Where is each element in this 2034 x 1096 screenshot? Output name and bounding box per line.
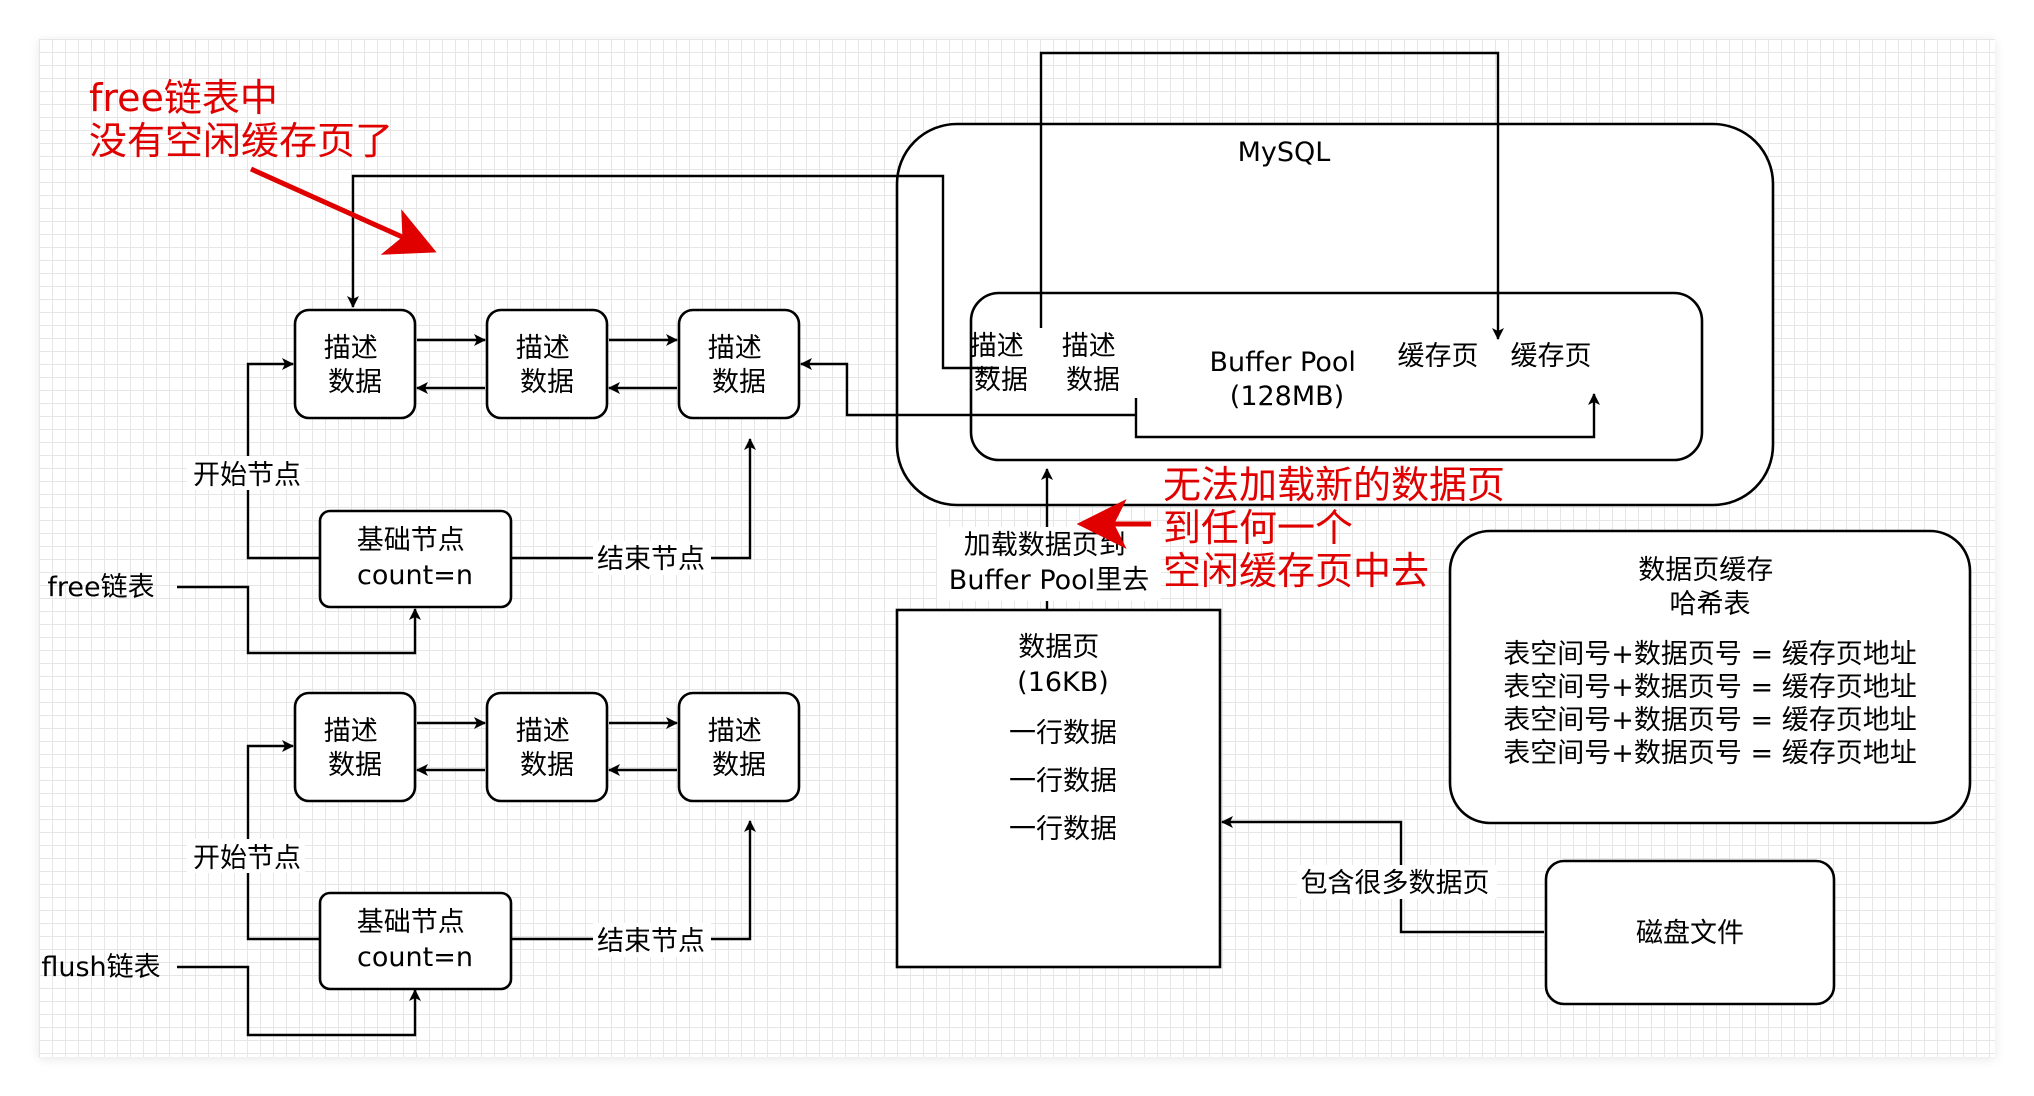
mysql-title: MySQL <box>1238 137 1331 168</box>
diagram-svg: MySQL Buffer Pool (128MB) 描述 数据 描述 数据 缓存… <box>41 51 1972 1037</box>
descriptor-to-cache-page-2-edge <box>1134 393 1600 439</box>
descriptor-to-free-head-edge <box>347 174 999 370</box>
hash-table-box <box>1448 529 1972 825</box>
free-node-3 <box>677 308 801 420</box>
disk-edge-label: 包含很多数据页 <box>1301 868 1490 899</box>
free-node-2 <box>485 308 609 420</box>
flush-end-label: 结束节点 <box>597 926 705 957</box>
hash-table-entry-1: 表空间号+数据页号 = 缓存页地址 <box>1503 639 1916 670</box>
flush-node-2 <box>485 691 609 803</box>
disk-file-box <box>1544 859 1836 1006</box>
data-page-row-1: 一行数据 <box>1009 718 1117 749</box>
data-page-row-2: 一行数据 <box>1009 766 1117 797</box>
free-list-pointer <box>177 585 421 655</box>
annotation-bottom: 无法加载新的数据页 到任何一个 空闲缓存页中去 <box>1163 463 1517 593</box>
flush-list-label: flush链表 <box>41 952 160 983</box>
hash-table-entry-4: 表空间号+数据页号 = 缓存页地址 <box>1503 738 1916 769</box>
hash-table-entry-2: 表空间号+数据页号 = 缓存页地址 <box>1503 672 1916 703</box>
flush-node-3 <box>677 691 801 803</box>
flush-node-2-label: 描述 数据 <box>516 716 579 781</box>
flush-list-pointer <box>177 965 421 1037</box>
hash-table-title: 数据页缓存 哈希表 <box>1638 555 1782 620</box>
flush-start-label: 开始节点 <box>193 843 301 874</box>
hash-table-entry-3: 表空间号+数据页号 = 缓存页地址 <box>1503 705 1916 736</box>
flush-node-1 <box>293 691 417 803</box>
buffer-pool-descriptor-2: 描述 数据 <box>1062 331 1125 396</box>
data-page-box <box>895 608 1222 969</box>
free-node-3-label: 描述 数据 <box>708 333 771 398</box>
annotation-top-arrow <box>249 166 437 255</box>
flush-node-1-label: 描述 数据 <box>324 716 387 781</box>
free-node-1 <box>293 308 417 420</box>
buffer-pool-box <box>969 291 1704 462</box>
free-end-edge <box>511 438 756 560</box>
descriptor-to-free-tail-edge <box>800 358 1136 417</box>
buffer-pool-descriptor-1: 描述 数据 <box>970 331 1033 396</box>
flush-node-3-label: 描述 数据 <box>708 716 771 781</box>
free-node-2-label: 描述 数据 <box>516 333 579 398</box>
data-page-title: 数据页 (16KB) <box>1017 632 1109 698</box>
cache-page-2: 缓存页 <box>1511 341 1592 372</box>
diagram-canvas: MySQL Buffer Pool (128MB) 描述 数据 描述 数据 缓存… <box>39 39 1995 1057</box>
free-base-node-label: 基础节点 count=n <box>357 525 474 591</box>
descriptor-to-cache-page-edge <box>1039 51 1504 340</box>
flush-base-node-label: 基础节点 count=n <box>357 907 474 973</box>
free-end-label: 结束节点 <box>597 544 705 575</box>
flush-end-edge <box>511 820 756 941</box>
free-node-1-label: 描述 数据 <box>324 333 387 398</box>
buffer-pool-title: Buffer Pool (128MB) <box>1210 347 1365 412</box>
data-page-row-3: 一行数据 <box>1009 814 1117 845</box>
cache-page-1: 缓存页 <box>1398 341 1479 372</box>
disk-file-label: 磁盘文件 <box>1636 918 1744 949</box>
annotation-top: free链表中 没有空闲缓存页了 <box>89 76 393 163</box>
free-list-label: free链表 <box>47 572 154 603</box>
free-start-label: 开始节点 <box>193 460 301 491</box>
